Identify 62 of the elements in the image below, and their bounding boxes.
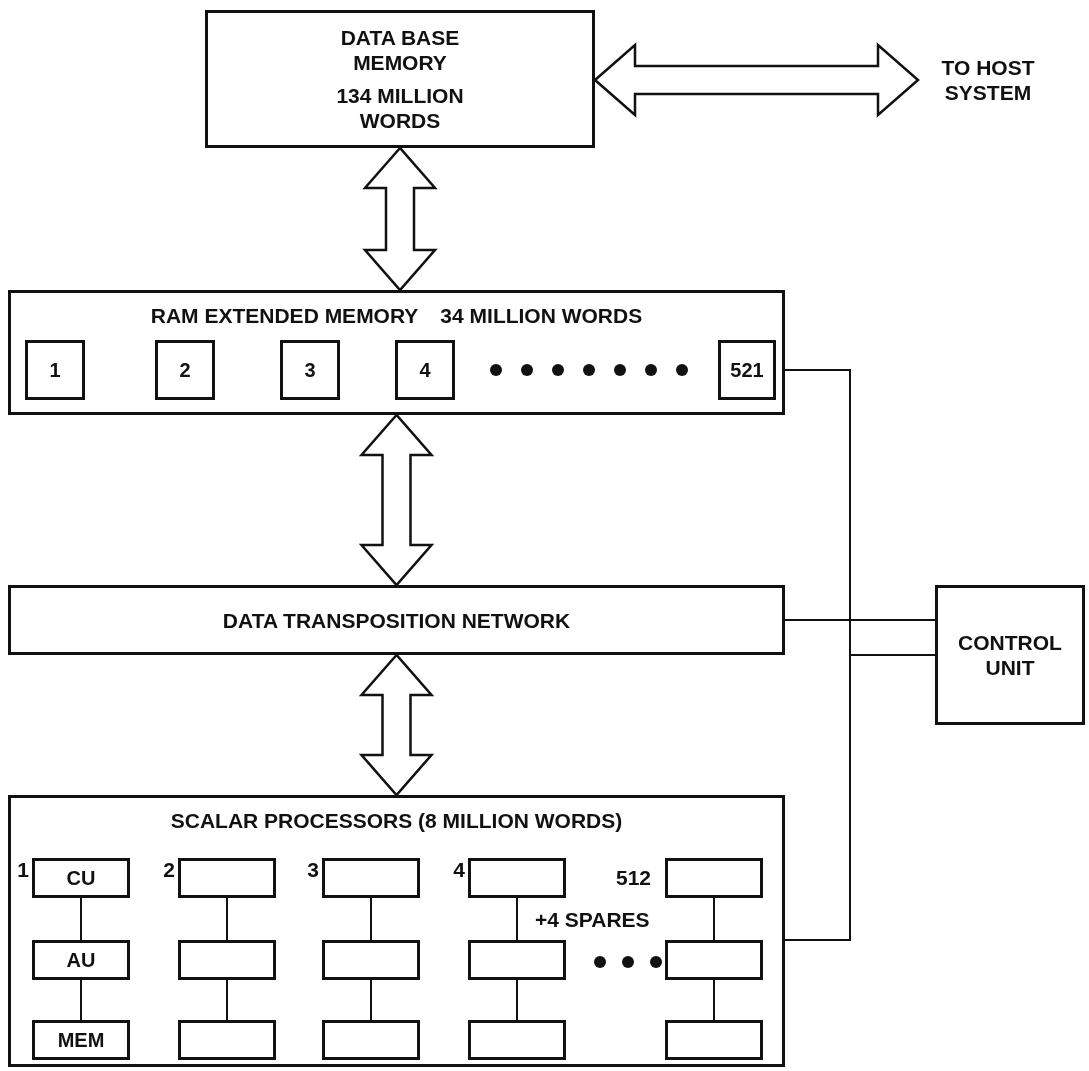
box-label: DATA TRANSPOSITION NETWORK	[222, 607, 571, 633]
double-block-arrow	[358, 413, 435, 587]
connector-line	[516, 979, 518, 1021]
processor-unit-box	[665, 858, 763, 898]
processor-unit-box	[178, 858, 276, 898]
number-label: 512	[615, 866, 651, 890]
box-label: 2	[179, 357, 191, 383]
connector-line	[713, 979, 715, 1021]
processor-block	[8, 795, 785, 1067]
box-label: 521	[730, 357, 764, 383]
unit-box	[25, 340, 85, 400]
processor-unit-box	[322, 858, 420, 898]
box-label: DATA BASE MEMORY	[339, 25, 461, 75]
connector-line	[713, 897, 715, 941]
box-label: 1	[49, 357, 61, 383]
box-label: 3	[304, 357, 316, 383]
unit-box	[32, 1020, 130, 1060]
processor-unit-box	[665, 1020, 763, 1060]
processor-unit-box	[322, 1020, 420, 1060]
unit-box	[280, 340, 340, 400]
control-block	[935, 585, 1085, 725]
number-label: 1	[17, 858, 29, 882]
connector-line	[370, 979, 372, 1021]
block-heading: RAM EXTENDED MEMORY	[150, 303, 419, 328]
unit-box	[32, 858, 130, 898]
connector-line	[80, 897, 82, 941]
double-block-arrow	[358, 653, 435, 797]
number-label: 4	[453, 858, 465, 882]
number-label: 3	[307, 858, 319, 882]
box-label: MEM	[57, 1027, 105, 1053]
network-block	[8, 585, 785, 655]
processor-unit-box	[178, 1020, 276, 1060]
unit-box	[718, 340, 776, 400]
text-label: TO HOST SYSTEM	[940, 55, 1036, 105]
memory-block	[205, 10, 595, 148]
connector-line	[226, 897, 228, 941]
processor-unit-box	[665, 940, 763, 980]
connector-line	[370, 897, 372, 941]
box-label: 134 MILLION WORDS	[335, 83, 465, 133]
block-heading: 34 MILLION WORDS	[440, 303, 643, 328]
box-label: 4	[419, 357, 431, 383]
unit-box	[32, 940, 130, 980]
note-label: +4 SPARES	[535, 908, 650, 932]
double-block-arrow	[593, 42, 920, 118]
box-label: CU	[66, 865, 96, 891]
double-block-arrow	[362, 146, 438, 292]
memory-block	[8, 290, 785, 415]
processor-unit-box	[468, 1020, 566, 1060]
connector-line	[226, 979, 228, 1021]
connector-line	[516, 897, 518, 941]
processor-unit-box	[468, 940, 566, 980]
processor-unit-box	[178, 940, 276, 980]
connector-line	[80, 979, 82, 1021]
box-label: CONTROL UNIT	[957, 630, 1063, 680]
block-heading: SCALAR PROCESSORS (8 MILLION WORDS)	[170, 808, 623, 833]
connector-line	[784, 619, 936, 621]
unit-box	[395, 340, 455, 400]
unit-box	[155, 340, 215, 400]
box-label: AU	[66, 947, 96, 973]
processor-unit-box	[322, 940, 420, 980]
processor-unit-box	[468, 858, 566, 898]
number-label: 2	[163, 858, 175, 882]
